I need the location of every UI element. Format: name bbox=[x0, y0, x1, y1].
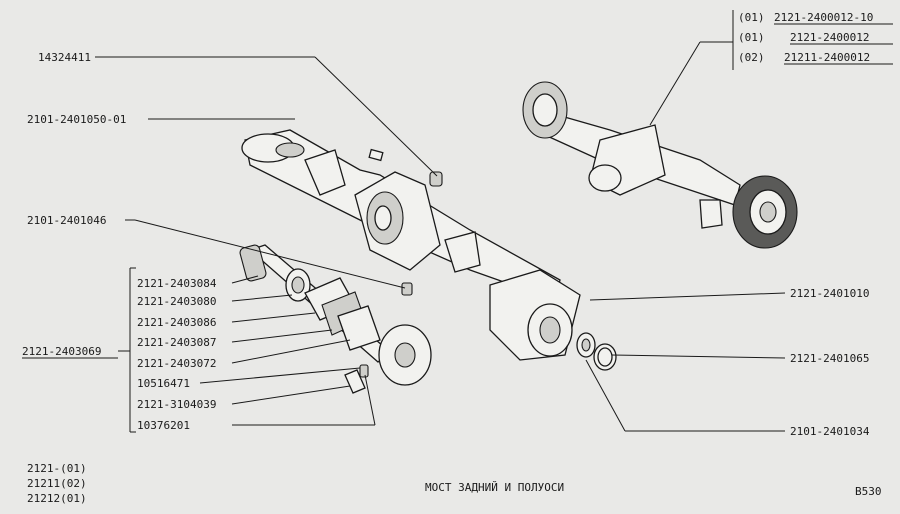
assembled-axle-illustration bbox=[522, 81, 798, 249]
axle-shaft-illustration bbox=[239, 244, 432, 394]
group-part-label: 2121-3104039 bbox=[137, 398, 216, 411]
part-label: 2101-2401050-01 bbox=[27, 113, 126, 126]
model-label: 2121-(01) bbox=[27, 462, 87, 475]
group-part-label: 2121-2403072 bbox=[137, 357, 216, 370]
left-leader-lines bbox=[95, 56, 438, 433]
part-label: 2121-2401010 bbox=[790, 287, 869, 300]
part-label: 2101-2401046 bbox=[27, 214, 106, 227]
model-label: 21212(01) bbox=[27, 492, 87, 505]
group-part-label: 2121-2403086 bbox=[137, 316, 216, 329]
variant-number: 21211-2400012 bbox=[784, 51, 870, 64]
part-label: 14324411 bbox=[38, 51, 91, 64]
part-label: 2121-2403069 bbox=[22, 345, 101, 358]
variant-code: (02) bbox=[738, 51, 765, 64]
variant-number: 2121-2400012 bbox=[790, 31, 869, 44]
part-label: 2121-2401065 bbox=[790, 352, 869, 365]
model-label: 21211(02) bbox=[27, 477, 87, 490]
variant-code: (01) bbox=[738, 31, 765, 44]
group-part-label: 2121-2403080 bbox=[137, 295, 216, 308]
diagram-title: МОСТ ЗАДНИЙ И ПОЛУОСИ bbox=[425, 481, 564, 494]
variant-bracket bbox=[649, 10, 734, 126]
variant-number: 2121-2400012-10 bbox=[774, 11, 873, 24]
variant-code: (01) bbox=[738, 11, 765, 24]
part-label: 2101-2401034 bbox=[790, 425, 870, 438]
group-part-label: 2121-2403084 bbox=[137, 277, 217, 290]
page-code: В530 bbox=[855, 485, 882, 498]
group-part-label: 10376201 bbox=[137, 419, 190, 432]
right-leader-lines bbox=[585, 292, 786, 432]
seal-and-ring-illustration bbox=[576, 332, 617, 371]
group-part-label: 10516471 bbox=[137, 377, 190, 390]
group-part-label: 2121-2403087 bbox=[137, 336, 216, 349]
axle-housing-illustration bbox=[241, 129, 581, 361]
